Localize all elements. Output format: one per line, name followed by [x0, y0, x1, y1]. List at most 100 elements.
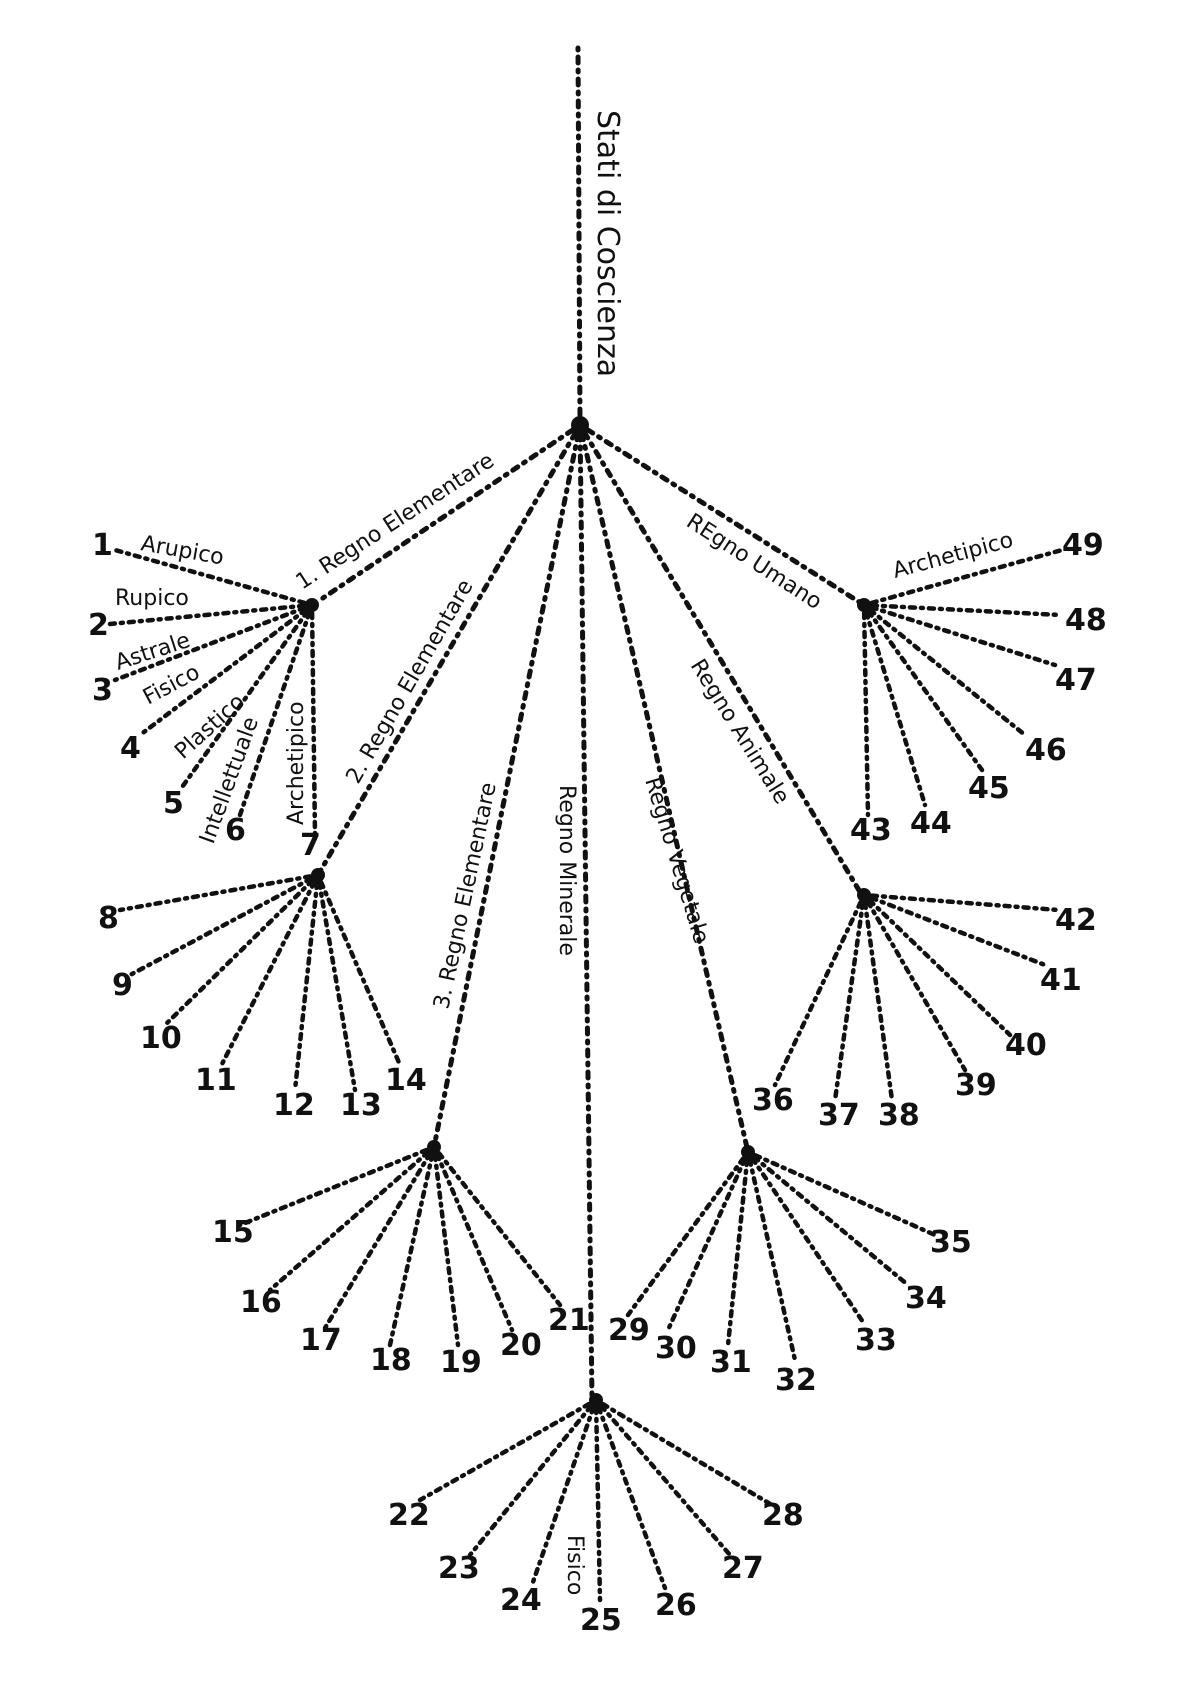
branch-regno-umano — [577, 422, 867, 608]
label-regno-minerale: Regno Minerale — [554, 785, 579, 956]
leaf-number-18: 18 — [370, 1343, 412, 1378]
diagram-title: Stati di Coscienza — [590, 110, 625, 377]
leaf-number-7: 7 — [300, 828, 321, 863]
leaf-line-48 — [861, 602, 1063, 618]
leaf-line-30 — [665, 1149, 751, 1333]
leaf-line-7 — [309, 602, 318, 838]
leaf-number-27: 27 — [722, 1551, 764, 1586]
leaf-group-6 — [772, 892, 1061, 1103]
leaf-group-7 — [861, 547, 1065, 818]
leaf-number-20: 20 — [500, 1328, 542, 1363]
leaf-line-41 — [861, 892, 1048, 968]
leaf-number-12: 12 — [273, 1088, 315, 1123]
leaf-number-15: 15 — [212, 1215, 254, 1250]
leaf-group-5 — [625, 1149, 938, 1363]
leaf-line-34 — [745, 1149, 911, 1288]
leaf-line-40 — [861, 892, 1013, 1038]
leaf-number-35: 35 — [930, 1225, 972, 1260]
leaf-line-15 — [237, 1144, 437, 1228]
leaf-number-5: 5 — [163, 786, 184, 821]
leaf-number-14: 14 — [385, 1063, 427, 1098]
leaf-number-4: 4 — [120, 731, 141, 766]
leaf-number-23: 23 — [438, 1551, 480, 1586]
leaf-line-29 — [625, 1149, 751, 1318]
leaf-line-10 — [162, 872, 321, 1028]
leaf-line-3 — [112, 602, 315, 683]
leaf-line-4 — [137, 602, 315, 738]
leaf-line-13 — [315, 872, 358, 1093]
leaf-line-16 — [267, 1144, 437, 1293]
leaf-number-22: 22 — [388, 1498, 430, 1533]
leaf-line-22 — [417, 1397, 599, 1503]
leaf-number-47: 47 — [1055, 663, 1097, 698]
leaf-line-31 — [725, 1149, 751, 1348]
leaf-line-19 — [431, 1144, 461, 1348]
leaf-number-39: 39 — [955, 1068, 997, 1103]
leaf-line-6 — [237, 602, 315, 818]
leaf-number-25: 25 — [580, 1603, 622, 1638]
leaf-line-36 — [772, 892, 867, 1088]
leaf-line-39 — [861, 892, 968, 1073]
leaf-line-42 — [861, 892, 1061, 913]
branch-regno-elementare-2 — [315, 422, 583, 878]
leaf-line-26 — [593, 1397, 668, 1591]
leaf-number-30: 30 — [655, 1331, 697, 1366]
leaf-number-10: 10 — [140, 1021, 182, 1056]
leaf-number-45: 45 — [968, 771, 1010, 806]
leaf-line-37 — [832, 892, 867, 1103]
leaf-number-46: 46 — [1025, 733, 1067, 768]
label-rupico: Rupico — [115, 586, 189, 611]
leaf-group-4 — [417, 1397, 775, 1603]
leaf-number-41: 41 — [1040, 963, 1082, 998]
leaf-number-24: 24 — [500, 1583, 542, 1618]
branch-regno-minerale — [577, 422, 595, 1403]
leaf-number-11: 11 — [195, 1063, 237, 1098]
label-regno-elementare-3: 3. Regno Elementare — [429, 780, 501, 1011]
leaf-line-21 — [431, 1144, 563, 1308]
leaf-number-28: 28 — [762, 1498, 804, 1533]
leaf-number-43: 43 — [850, 813, 892, 848]
leaf-line-38 — [861, 892, 895, 1103]
hub-root — [571, 416, 589, 434]
label-regno-elementare-2: 2. Regno Elementare — [342, 576, 479, 788]
leaf-group-1 — [107, 547, 318, 838]
leaf-line-23 — [467, 1397, 599, 1558]
leaf-line-49 — [861, 547, 1065, 608]
leaf-line-35 — [745, 1149, 938, 1238]
leaf-number-2: 2 — [88, 608, 109, 643]
label-archetipico-1: Archetipico — [284, 701, 309, 825]
label-archetipico-7: Archetipico — [890, 528, 1016, 584]
leaf-line-18 — [387, 1144, 437, 1348]
leaf-line-2 — [107, 602, 315, 627]
label-regno-vegetale: Regno Vegetale — [639, 774, 713, 946]
branch-regno-animale — [577, 422, 863, 895]
leaf-line-8 — [117, 872, 321, 913]
branch-regno-elementare-3 — [431, 422, 583, 1150]
leaf-line-11 — [217, 872, 321, 1071]
branch-regno-elementare-1 — [317, 422, 583, 603]
leaf-number-36: 36 — [752, 1083, 794, 1118]
leaf-line-45 — [861, 602, 985, 773]
leaf-line-33 — [745, 1149, 868, 1328]
leaf-group-3 — [237, 1144, 563, 1348]
leaf-number-17: 17 — [300, 1323, 342, 1358]
leaf-line-17 — [322, 1144, 437, 1331]
label-fisico-4: Fisico — [562, 1535, 587, 1595]
leaf-number-29: 29 — [608, 1313, 650, 1348]
leaf-number-19: 19 — [440, 1345, 482, 1380]
leaf-line-5 — [177, 602, 315, 793]
leaf-line-44 — [861, 602, 928, 808]
leaf-line-27 — [593, 1397, 733, 1558]
label-regno-elementare-1: 1. Regno Elementare — [292, 448, 499, 595]
leaf-line-1 — [112, 547, 315, 608]
leaf-number-6: 6 — [225, 813, 246, 848]
leaf-line-28 — [593, 1397, 775, 1508]
leaf-number-21: 21 — [548, 1303, 590, 1338]
leaf-number-38: 38 — [878, 1098, 920, 1133]
leaf-number-16: 16 — [240, 1285, 282, 1320]
leaf-number-32: 32 — [775, 1363, 817, 1398]
leaf-group-2 — [117, 872, 403, 1093]
leaf-number-40: 40 — [1005, 1028, 1047, 1063]
leaf-number-37: 37 — [818, 1098, 860, 1133]
